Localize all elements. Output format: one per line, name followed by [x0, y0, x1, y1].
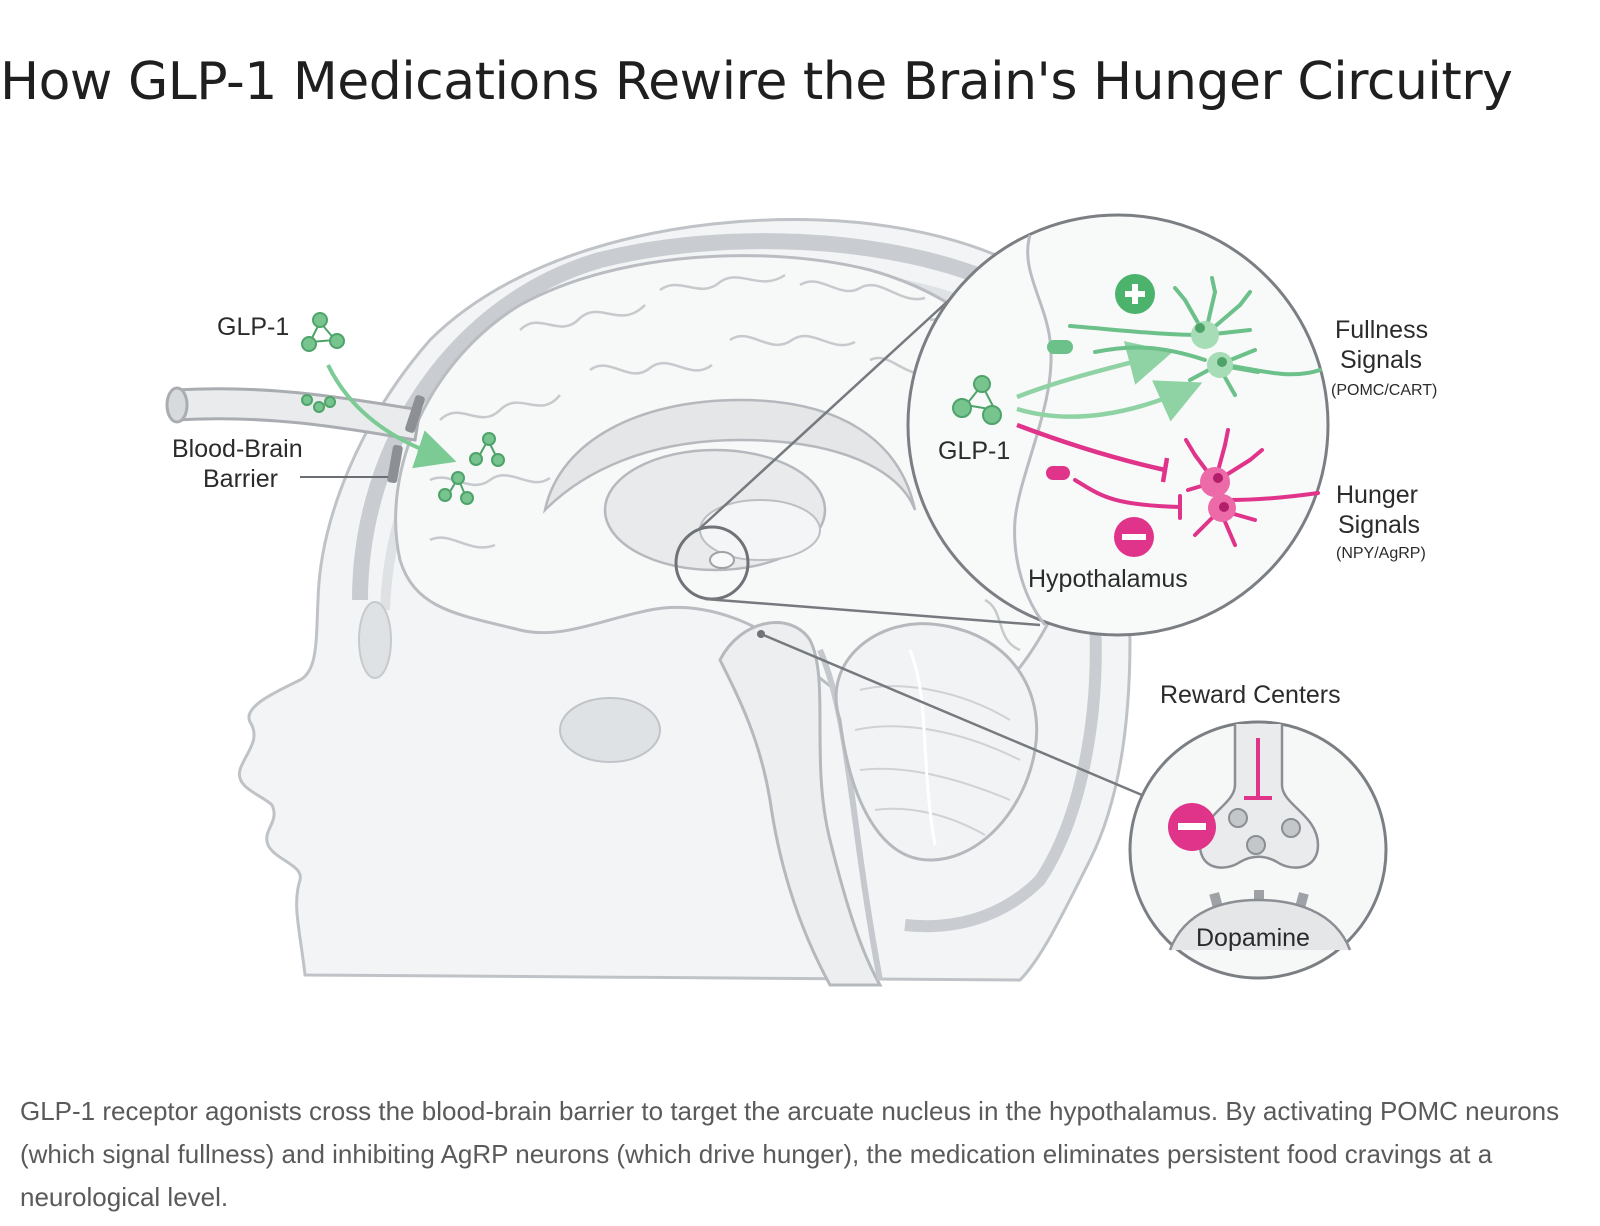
blood-vessel — [173, 387, 422, 442]
skull-back — [904, 619, 1102, 933]
hunger-label-line1: Hunger — [1336, 481, 1418, 509]
agrp-nucleus-1 — [1213, 473, 1223, 483]
pomc-nucleus-2 — [1217, 357, 1227, 367]
pomc-neuron — [1068, 276, 1322, 397]
hypothalamus-label: Hypothalamus — [1028, 565, 1188, 593]
brain-diagram: GLP-1 Blood-Brain Barrier GLP-1 — [0, 190, 1600, 1030]
agrp-receptor — [1046, 466, 1070, 480]
corpus-callosum — [542, 398, 917, 514]
barrier-bar-top — [405, 395, 425, 433]
sinus — [559, 697, 661, 763]
cerebellum-folds — [854, 649, 1021, 846]
vesicle-2 — [1281, 818, 1301, 838]
ventricle — [699, 499, 821, 561]
pomc-receptor — [1047, 340, 1073, 354]
barrier-bar-bottom — [387, 444, 403, 484]
fullness-label-sub: (POMC/CART) — [1331, 382, 1437, 399]
hunger-label-sub: (NPY/AgRP) — [1336, 545, 1426, 562]
caption: GLP-1 receptor agonists cross the blood-… — [20, 1096, 1560, 1212]
frontal-sinus — [358, 601, 392, 679]
vesicle-3 — [1246, 835, 1266, 855]
bbb-label-line2: Barrier — [203, 465, 278, 493]
inhibition-line — [1016, 422, 1166, 473]
reward-centers-label: Reward Centers — [1160, 681, 1341, 709]
pomc-soma-1 — [1191, 321, 1219, 349]
fullness-label-line2: Signals — [1340, 346, 1422, 374]
zoom-line-reward — [760, 632, 1143, 797]
page-title: How GLP-1 Medications Rewire the Brain's… — [0, 52, 1513, 112]
molecule-icon — [301, 394, 336, 413]
minus-icon — [1168, 803, 1216, 851]
bbb-label-line1: Blood-Brain — [172, 435, 303, 463]
plus-icon — [1115, 274, 1155, 314]
minus-icon — [1114, 517, 1154, 557]
zoom-line-bottom — [704, 597, 1041, 627]
hypothalamus-inset: GLP-1 — [906, 213, 1330, 637]
brain-diagram-svg: GLP-1 Blood-Brain Barrier GLP-1 — [165, 213, 1437, 987]
postsynaptic-membrane — [1168, 898, 1352, 951]
hunger-label-line2: Signals — [1338, 511, 1420, 539]
hypothalamus-nucleus — [709, 551, 735, 569]
glp1-label-left: GLP-1 — [217, 313, 289, 341]
zoom-line-top — [697, 289, 961, 531]
pomc-nucleus-1 — [1195, 323, 1205, 333]
molecule-icon — [301, 312, 345, 352]
inhibition-bar-1 — [1160, 457, 1170, 483]
glp1-label-inset: GLP-1 — [938, 437, 1010, 465]
activation-arrow-2 — [1016, 380, 1203, 422]
skull-outer — [352, 233, 994, 601]
molecule-icon — [952, 375, 1002, 425]
vesicle-1 — [1228, 808, 1248, 828]
brainstem — [718, 621, 883, 987]
vessel-opening — [165, 386, 189, 424]
fullness-label-line1: Fullness — [1335, 316, 1428, 344]
glp1-crossing-arrow — [326, 364, 457, 469]
agrp-neuron — [1073, 428, 1320, 547]
molecule-icon — [469, 432, 505, 467]
activation-arrow-1 — [1016, 341, 1174, 400]
reward-inset: Dopamine — [1128, 720, 1388, 980]
molecule-icon — [438, 471, 474, 505]
agrp-nucleus-2 — [1219, 502, 1229, 512]
spinal-cord — [817, 648, 883, 981]
dopamine-label: Dopamine — [1196, 924, 1310, 952]
